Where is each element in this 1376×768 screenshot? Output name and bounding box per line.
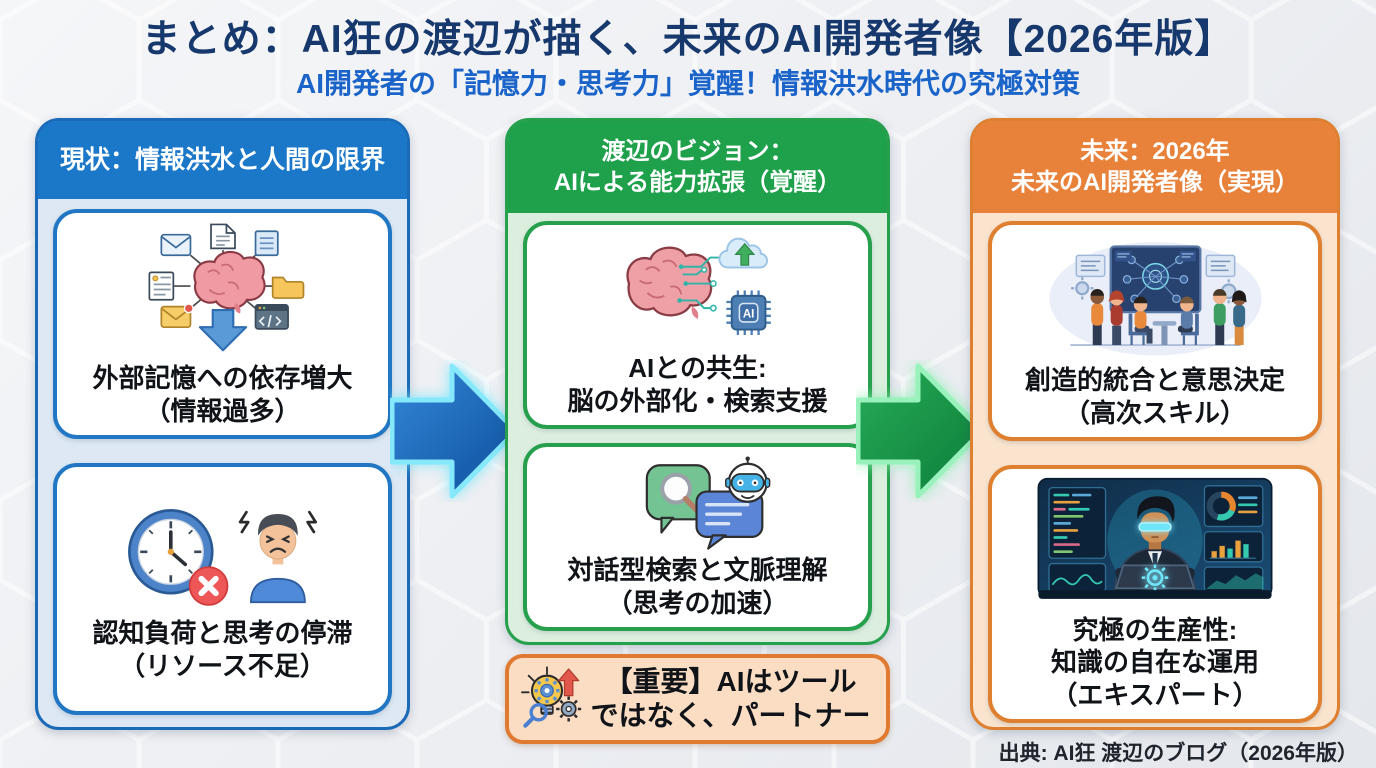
note-line: 【重要】AIはツール xyxy=(604,665,857,697)
lightbulb-gears-icon xyxy=(521,666,582,728)
brain-icon xyxy=(192,250,266,314)
arrow-current-to-vision xyxy=(390,363,519,499)
caption-line: 創造的統合と意思決定 xyxy=(1024,365,1285,395)
caption-line: 知識の自在な運用 xyxy=(1050,647,1259,677)
card-caption: 対話型検索と文脈理解 （思考の加速） xyxy=(567,554,827,619)
card-caption: 創造的統合と意思決定 （高次スキル） xyxy=(1025,364,1285,429)
table xyxy=(1152,321,1176,346)
page-title: まとめ：AI狂の渡辺が描く、未来のAI開発者像【2026年版】 xyxy=(141,18,1235,61)
caption-line: 外部記憶への依存増大 xyxy=(92,363,353,393)
caption-line: 認知負荷と思考の停滞 xyxy=(92,618,353,648)
caption-line: AIとの共生: xyxy=(628,353,767,383)
document-icon xyxy=(209,223,236,250)
arrow-vision-to-future xyxy=(856,363,985,499)
notification-envelope-icon xyxy=(159,303,194,329)
dashboard-panels xyxy=(1203,485,1264,593)
up-arrow-icon xyxy=(558,668,580,697)
magnifier-icon xyxy=(523,703,548,728)
caption-line: （情報過多） xyxy=(144,395,301,426)
panel-header-line: 未来のAI開発者像（実現） xyxy=(1011,169,1299,196)
ai-chip-label: AI xyxy=(742,308,754,320)
panel-watanabe-vision-header: 渡辺のビジョン： AIによる能力拡張（覚醒） xyxy=(508,121,887,213)
panel-header-line: 未来：2026年 xyxy=(1080,137,1230,165)
panel-header-line: 渡辺のビジョン： xyxy=(601,137,794,165)
code-window-icon xyxy=(254,304,289,330)
person-seated-left xyxy=(1128,296,1153,346)
panel-future-2026: 未来：2026年 未来のAI開発者像（実現） xyxy=(970,118,1340,730)
team-members xyxy=(1090,289,1247,346)
card-conversational-search: 対話型検索と文脈理解 （思考の加速） xyxy=(523,443,872,631)
code-panel xyxy=(1048,486,1107,593)
person-seated-right xyxy=(1177,296,1199,346)
brain-external-memory-illustration xyxy=(148,223,304,352)
panel-header-line: 現状：情報洪水と人間の限界 xyxy=(59,145,385,174)
person-standing-left xyxy=(1090,289,1104,346)
blue-document-icon xyxy=(254,230,279,257)
note-line: ではなく、パートナー xyxy=(590,700,871,731)
caption-line: （高次スキル） xyxy=(1063,397,1246,428)
brain-circuit-ai-chip-illustration: AI xyxy=(625,237,771,335)
error-badge-icon xyxy=(188,566,228,606)
card-cognitive-overload: 認知負荷と思考の停滞 （リソース不足） xyxy=(53,463,392,715)
search-bubble-icon xyxy=(645,464,711,534)
folder-icon xyxy=(271,276,304,299)
card-external-memory: 外部記憶への依存増大 （情報過多） xyxy=(53,209,392,439)
card-creative-integration: 創造的統合と意思決定 （高次スキル） xyxy=(988,221,1322,441)
important-note-text: 【重要】AIはツール ではなく、パートナー xyxy=(587,665,874,733)
card-caption: 認知負荷と思考の停滞 （リソース不足） xyxy=(92,617,352,682)
cloud-upload-icon xyxy=(717,237,768,269)
circuit-lines xyxy=(679,256,721,310)
search-chat-robot-illustration xyxy=(645,456,770,550)
envelope-icon xyxy=(159,233,191,257)
expert-developer-illustration xyxy=(1037,477,1273,599)
panel-current-state: 現状：情報洪水と人間の限界 xyxy=(35,118,410,730)
source-attribution: 出典: AI狂 渡辺のブログ（2026年版） xyxy=(998,742,1358,765)
brain-icon xyxy=(625,246,712,319)
chat-bubble-icon xyxy=(694,490,763,550)
caption-line: 対話型検索と文脈理解 xyxy=(567,555,828,585)
card-caption: AIとの共生: 脳の外部化・検索支援 xyxy=(567,352,827,417)
gear-in-bulb xyxy=(534,678,560,704)
clock-overload-illustration xyxy=(127,509,317,606)
glowing-glasses xyxy=(1138,522,1172,532)
laptop-with-gear xyxy=(1114,564,1196,591)
panel-watanabe-vision: 渡辺のビジョン： AIによる能力拡張（覚醒） xyxy=(505,118,890,645)
caption-line: （リソース不足） xyxy=(119,650,326,681)
caption-line: 究極の生産性: xyxy=(1072,614,1238,645)
card-ultimate-productivity: 究極の生産性: 知識の自在な運用 （エキスパート） xyxy=(988,465,1322,723)
clock-icon xyxy=(127,509,214,595)
robot-head-icon xyxy=(724,456,770,503)
panel-future-2026-header: 未来：2026年 未来のAI開発者像（実現） xyxy=(973,121,1337,213)
panel-current-state-header: 現状：情報洪水と人間の限界 xyxy=(38,121,407,199)
down-arrow-icon xyxy=(198,308,247,352)
person-standing-green xyxy=(1212,289,1226,346)
person-standing-2 xyxy=(1107,290,1125,346)
ai-chip-icon: AI xyxy=(725,290,771,335)
panel-header-line: AIによる能力拡張（覚醒） xyxy=(553,169,842,196)
page-subtitle: AI開発者の「記憶力・思考力」覚醒！情報洪水時代の究極対策 xyxy=(295,68,1080,99)
card-ai-symbiosis: AI AIとの共生: 脳の外部化・検索支援 xyxy=(523,221,872,429)
important-note: 【重要】AIはツール ではなく、パートナー xyxy=(505,654,890,744)
caption-line: （エキスパート） xyxy=(1051,679,1259,710)
team-collaboration-illustration xyxy=(1048,241,1262,356)
list-document-icon xyxy=(148,271,174,301)
card-caption: 究極の生産性: 知識の自在な運用 （エキスパート） xyxy=(1051,614,1259,712)
stressed-person-icon xyxy=(238,510,317,604)
caption-line: 脳の外部化・検索支援 xyxy=(567,385,828,416)
caption-line: （思考の加速） xyxy=(606,587,789,618)
desk xyxy=(1038,590,1272,599)
second-gear xyxy=(556,696,582,722)
side-panels xyxy=(1070,254,1241,304)
card-caption: 外部記憶への依存増大 （情報過多） xyxy=(92,362,352,427)
person-standing-right xyxy=(1231,290,1247,346)
